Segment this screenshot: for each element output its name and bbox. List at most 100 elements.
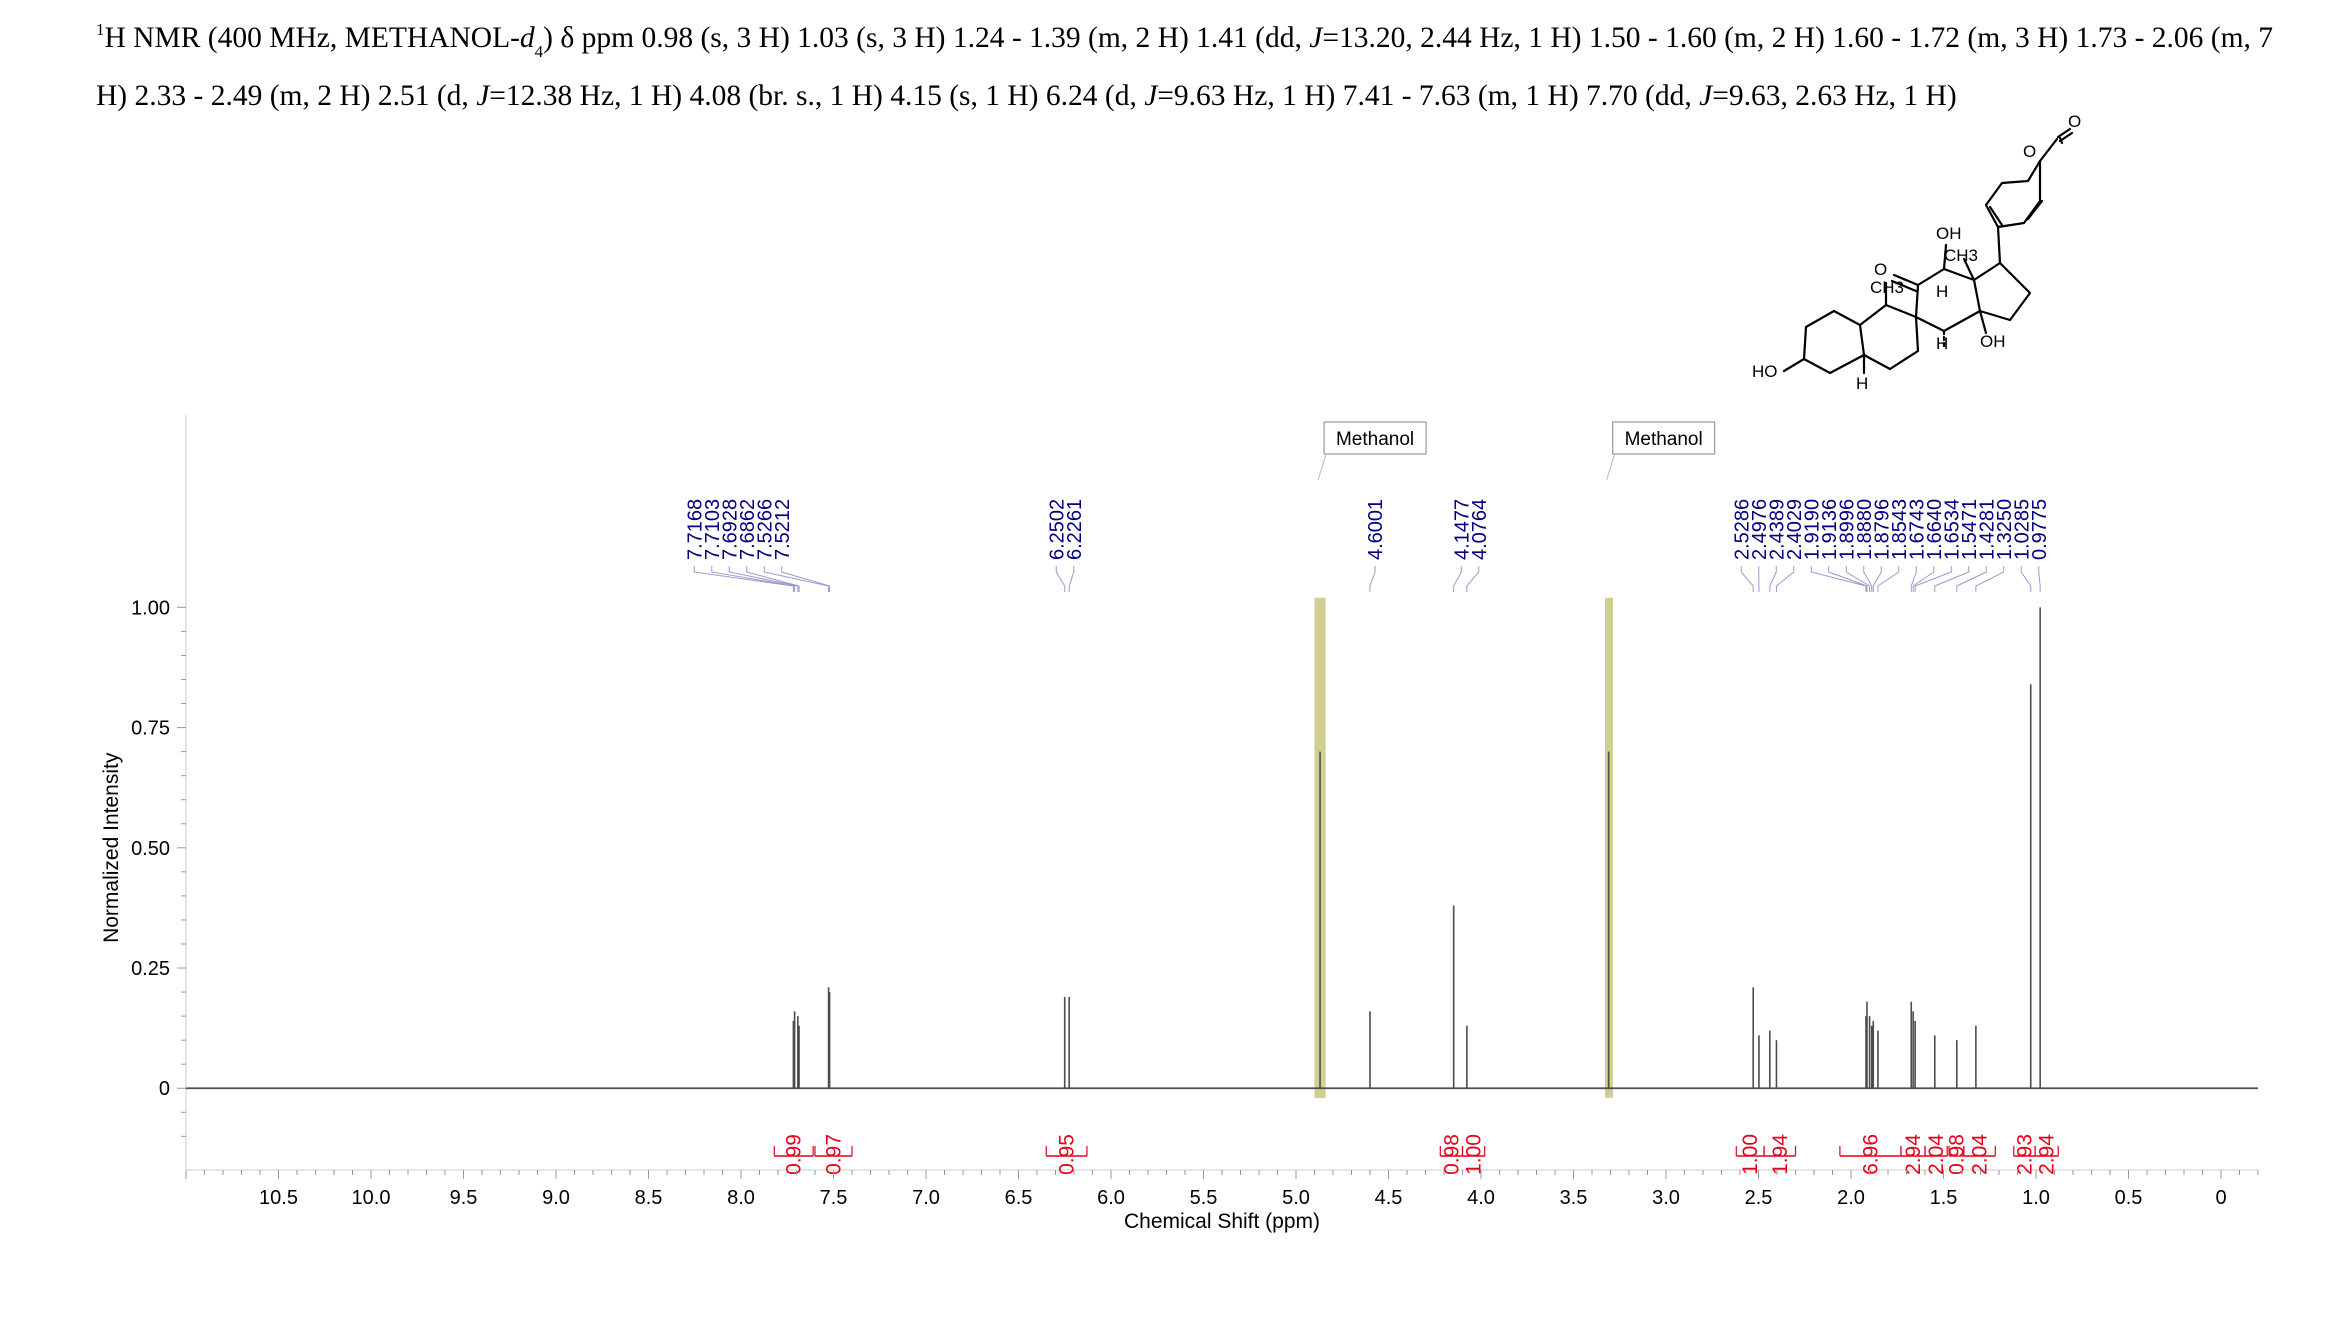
peak-label-10: 4.0764 — [1469, 499, 1491, 560]
y-tick-label-0: 0 — [159, 1078, 170, 1100]
peak-leader-13 — [1769, 566, 1777, 592]
x-tick-label-3: 9.0 — [542, 1187, 570, 1209]
peak-label-4: 7.5266 — [754, 499, 776, 560]
peak-label-0: 7.7168 — [684, 499, 706, 560]
peak-label-21: 1.6743 — [1906, 499, 1928, 560]
peak-leader-4 — [763, 566, 830, 592]
x-tick-label-9: 6.0 — [1097, 1187, 1125, 1209]
peak-leader-23 — [1914, 566, 1952, 592]
peak-leader-6 — [1055, 566, 1066, 592]
description-part-3: =13.20, 2.44 Hz, 1 H) 1.50 - 1.60 (m, 2 … — [96, 22, 2274, 112]
integral-value-5: 1.00 — [1739, 1134, 1762, 1175]
x-tick-label-13: 4.0 — [1467, 1187, 1495, 1209]
coupling-symbol-1: J — [1309, 22, 1323, 54]
peak-label-26: 1.3250 — [1994, 499, 2016, 560]
peak-leader-28 — [2038, 566, 2041, 592]
spectrum-peaks — [792, 607, 2041, 1089]
peak-leader-21 — [1910, 566, 1917, 592]
x-tick-label-10: 5.5 — [1190, 1187, 1218, 1209]
peak-leader-16 — [1828, 566, 1868, 592]
peak-leader-24 — [1934, 566, 1970, 592]
junction-h-b-label: H — [1936, 334, 1948, 353]
x-tick-label-15: 3.0 — [1652, 1187, 1680, 1209]
integral-value-2: 0.95 — [1056, 1134, 1079, 1175]
peak-label-9: 4.1477 — [1451, 499, 1473, 560]
peak-leader-2 — [728, 566, 799, 592]
integral-value-4: 1.00 — [1463, 1134, 1486, 1175]
y-axis-label: Normalized Intensity — [100, 752, 123, 943]
x-tick-label-18: 1.5 — [1930, 1187, 1958, 1209]
methyl-top-label: CH3 — [1944, 246, 1978, 265]
x-tick-label-11: 5.0 — [1282, 1187, 1310, 1209]
molecule-structure: O O OH CH3 O CH3 H H OH HO H — [1752, 115, 2081, 393]
solvent-label-box-0 — [1323, 421, 1427, 455]
y-tick-label-3: 0.75 — [131, 718, 170, 740]
peak-leader-20 — [1877, 566, 1900, 592]
x-tick-label-14: 3.5 — [1560, 1187, 1588, 1209]
integral-value-1: 0.97 — [823, 1134, 846, 1175]
x-axis-label: Chemical Shift (ppm) — [1124, 1210, 1320, 1233]
isotope-superscript: 1 — [96, 20, 105, 39]
description-part-4: =12.38 Hz, 1 H) 4.08 (br. s., 1 H) 4.15 … — [489, 80, 1145, 112]
solvent-label-leader-1 — [1606, 453, 1616, 481]
peak-label-6: 6.2502 — [1046, 499, 1068, 560]
peak-label-23: 1.6534 — [1941, 499, 1963, 560]
x-tick-label-0: 10.5 — [259, 1187, 298, 1209]
integral-value-11: 2.04 — [1969, 1134, 1992, 1175]
peak-label-13: 2.4389 — [1766, 499, 1788, 560]
peak-label-28: 0.9775 — [2029, 499, 2051, 560]
peak-leader-22 — [1912, 566, 1935, 592]
peak-leader-11 — [1740, 566, 1754, 592]
solvent-label-leader-0 — [1317, 453, 1327, 481]
deuterium-symbol: d — [519, 22, 535, 54]
peak-leader-25 — [1956, 566, 1987, 592]
peak-leader-5 — [781, 566, 831, 592]
peak-label-24: 1.5471 — [1959, 499, 1981, 560]
peak-label-1: 7.7103 — [702, 499, 724, 560]
x-tick-label-7: 7.0 — [912, 1187, 940, 1209]
methyl-mid-label: CH3 — [1870, 278, 1904, 297]
integral-value-10: 0.98 — [1945, 1134, 1968, 1175]
y-tick-label-4: 1.00 — [131, 597, 170, 619]
integral-value-9: 2.04 — [1925, 1134, 1948, 1175]
x-tick-label-2: 9.5 — [450, 1187, 478, 1209]
junction-h-a-label: H — [1936, 282, 1948, 301]
peak-leader-18 — [1863, 566, 1873, 592]
peak-leader-8 — [1369, 566, 1376, 592]
hydroxyl-bottom-label: OH — [1980, 332, 2006, 351]
x-tick-label-17: 2.0 — [1837, 1187, 1865, 1209]
coupling-symbol-2: J — [476, 80, 490, 112]
peak-leader-19 — [1872, 566, 1882, 592]
solvent-label-1: Methanol — [1625, 429, 1703, 450]
description-part-6: =9.63, 2.63 Hz, 1 H) — [1712, 80, 1957, 112]
x-tick-label-20: 0.5 — [2115, 1187, 2143, 1209]
description-part-1: H NMR (400 MHz, METHANOL- — [104, 22, 520, 54]
ketone-oxygen-label: O — [1874, 260, 1887, 279]
peak-label-2: 7.6928 — [719, 499, 741, 560]
peak-leader-1 — [711, 566, 796, 592]
coupling-symbol-3: J — [1144, 80, 1158, 112]
spectrum-description: 1H NMR (400 MHz, METHANOL-d4) δ ppm 0.98… — [96, 8, 2296, 118]
x-tick-label-16: 2.5 — [1745, 1187, 1773, 1209]
peak-leader-26 — [1975, 566, 2005, 592]
peak-label-20: 1.8543 — [1889, 499, 1911, 560]
integral-value-3: 0.98 — [1440, 1134, 1463, 1175]
peak-label-7: 6.2261 — [1064, 499, 1086, 560]
peak-leader-10 — [1466, 566, 1480, 592]
peak-label-8: 4.6001 — [1365, 499, 1387, 560]
description-part-2: ) δ ppm 0.98 (s, 3 H) 1.03 (s, 3 H) 1.24… — [543, 22, 1310, 54]
peak-leader-0 — [693, 566, 794, 592]
peak-label-22: 1.6640 — [1924, 499, 1946, 560]
peak-label-17: 1.8996 — [1836, 499, 1858, 560]
integral-value-12: 2.93 — [2013, 1134, 2036, 1175]
peak-leader-27 — [2020, 566, 2032, 592]
x-tick-label-6: 7.5 — [820, 1187, 848, 1209]
peak-label-11: 2.5286 — [1731, 499, 1753, 560]
x-tick-label-5: 8.0 — [727, 1187, 755, 1209]
integral-value-6: 1.94 — [1769, 1134, 1792, 1175]
lactone-oxygen-label: O — [2068, 115, 2081, 131]
peak-label-12: 2.4976 — [1749, 499, 1771, 560]
peak-label-14: 2.4029 — [1784, 499, 1806, 560]
